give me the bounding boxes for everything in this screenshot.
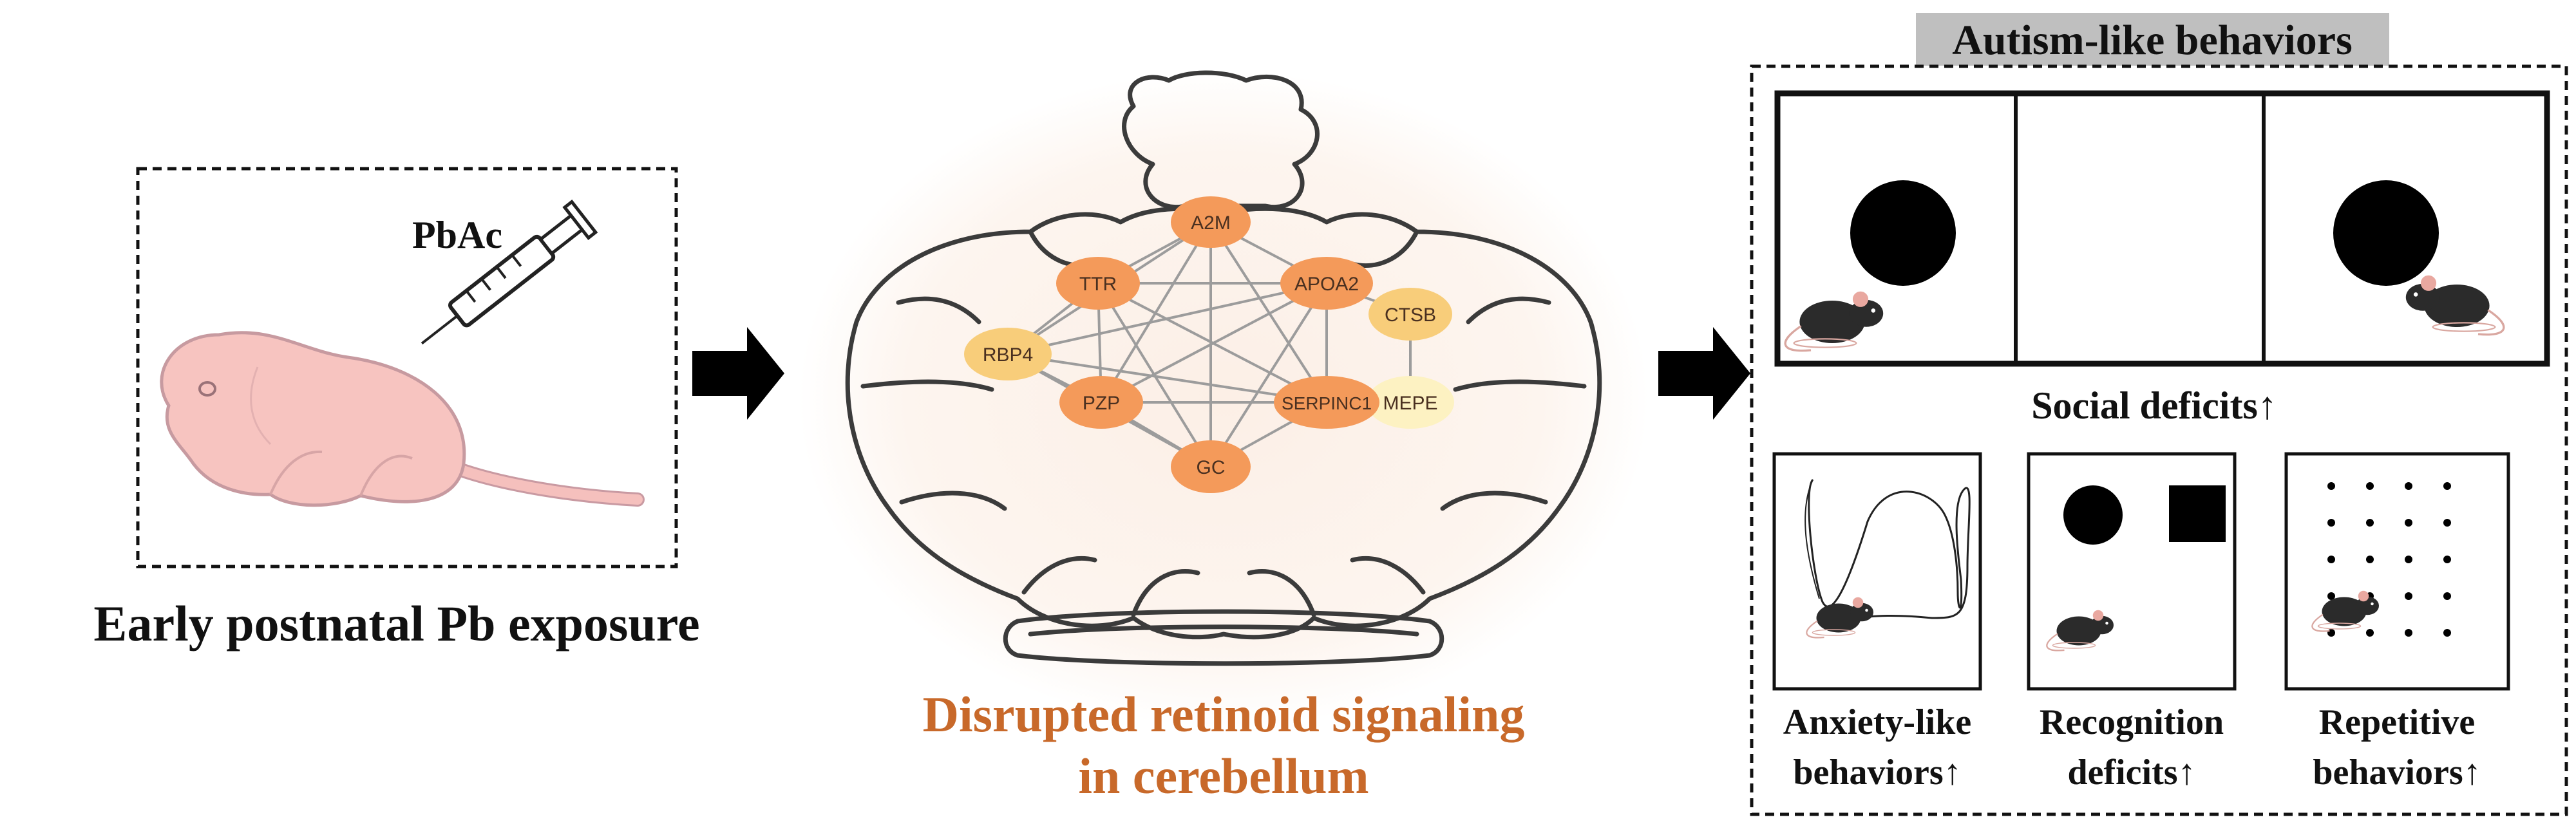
- network-node-ctsb: CTSB: [1368, 288, 1452, 341]
- novel-object-square: [2169, 485, 2226, 542]
- familiar-object-circle: [2063, 485, 2123, 545]
- node-label-mepe: MEPE: [1383, 393, 1437, 414]
- node-label-serpinc1: SERPINC1: [1282, 393, 1372, 413]
- behaviors-panel: Autism-like behaviors Social deficits↑ A…: [1750, 13, 2568, 816]
- stranger-cage-right: [2333, 180, 2439, 286]
- three-chamber-arena: [1774, 90, 2550, 367]
- node-label-rbp4: RBP4: [983, 344, 1033, 366]
- behaviors-title-bg: [1916, 13, 2389, 66]
- node-label-gc: GC: [1197, 457, 1226, 478]
- network-node-ttr: TTR: [1056, 257, 1140, 310]
- behaviors-title: Autism-like behaviors: [1952, 17, 2353, 64]
- arrow-right-1: [692, 327, 784, 420]
- neonatal-pup-icon: [160, 331, 645, 507]
- network-node-apoa2: APOA2: [1280, 257, 1373, 310]
- network-node-rbp4: RBP4: [964, 328, 1052, 380]
- node-label-a2m: A2M: [1191, 212, 1231, 234]
- cerebellum-panel: A2M TTR APOA2 CTSB RBP4 MEPE PZP SERPIN: [799, 70, 1649, 804]
- recognition-label-line2: deficits↑: [2067, 753, 2195, 792]
- node-label-pzp: PZP: [1083, 393, 1120, 414]
- cerebellum-caption-line1: Disrupted retinoid signaling: [923, 686, 1525, 742]
- drug-label: PbAc: [412, 214, 502, 256]
- network-node-serpinc1: SERPINC1: [1274, 376, 1379, 429]
- stranger-cage-left: [1850, 180, 1956, 286]
- syringe-icon: [421, 200, 598, 345]
- node-label-ctsb: CTSB: [1385, 304, 1436, 326]
- node-label-ttr: TTR: [1079, 274, 1117, 295]
- object-recognition-arena: [2027, 452, 2237, 691]
- recognition-label-line1: Recognition: [2040, 702, 2224, 742]
- network-node-mepe: MEPE: [1367, 376, 1454, 429]
- social-deficits-label: Social deficits↑: [2031, 384, 2277, 427]
- anxiety-label-line1: Anxiety-like: [1783, 702, 1971, 742]
- cerebellum-glow: [799, 71, 1649, 727]
- marble-burying-arena: [2284, 452, 2510, 691]
- repetitive-label-line2: behaviors↑: [2313, 753, 2481, 792]
- marble-grid: [2327, 482, 2451, 637]
- exposure-panel: PbAc Early postnatal Pb exposure: [93, 167, 700, 651]
- repetitive-label-line1: Repetitive: [2319, 702, 2476, 742]
- open-field-arena: [1772, 452, 1982, 691]
- arrow-right-2: [1658, 327, 1750, 420]
- exposure-caption: Early postnatal Pb exposure: [93, 595, 699, 651]
- exposure-dashed-frame: [136, 167, 678, 568]
- network-node-pzp: PZP: [1059, 376, 1143, 429]
- node-label-apoa2: APOA2: [1294, 274, 1359, 295]
- behaviors-dashed-frame: [1750, 64, 2568, 816]
- cerebellum-caption-line2: in cerebellum: [1078, 748, 1368, 804]
- network-node-gc: GC: [1171, 440, 1251, 493]
- anxiety-label-line2: behaviors↑: [1793, 753, 1961, 792]
- network-node-a2m: A2M: [1171, 196, 1251, 248]
